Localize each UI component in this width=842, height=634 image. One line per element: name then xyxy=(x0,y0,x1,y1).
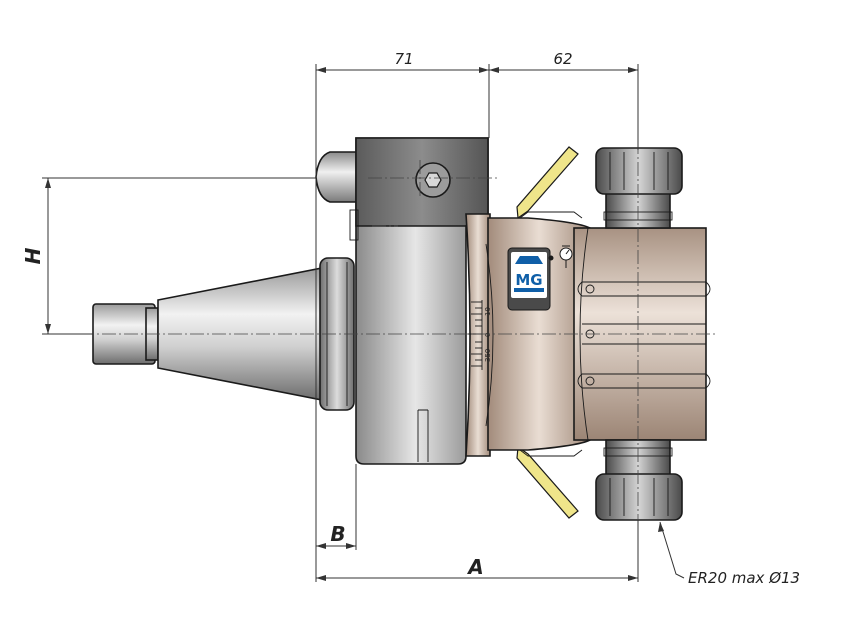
dim-b-label: B xyxy=(330,522,345,546)
dim-a-label: A xyxy=(466,555,483,579)
dimension-lines xyxy=(42,64,685,582)
coolant-nozzle-bottom xyxy=(516,445,579,519)
dim-71-label: 71 xyxy=(394,50,413,68)
mg-logo-plate: MG xyxy=(507,247,554,311)
scale-label-10: 10 xyxy=(484,307,492,316)
collet-note: ER20 max Ø13 xyxy=(688,569,800,587)
center-lines xyxy=(80,140,718,540)
gauge-icon xyxy=(559,245,573,268)
locking-ring xyxy=(319,257,355,411)
scale-label-0: 0 xyxy=(484,333,492,337)
angle-scale: 10 0 350 xyxy=(468,300,492,370)
main-housing xyxy=(349,137,489,465)
locating-pin xyxy=(315,151,359,203)
dim-62-label: 62 xyxy=(553,50,572,68)
coolant-nozzle-top xyxy=(516,146,579,220)
collet-nut-bottom xyxy=(595,439,683,521)
collet-nut-top xyxy=(595,147,683,229)
dim-h-label: H xyxy=(21,247,45,264)
mg-logo-text: MG xyxy=(515,271,542,289)
scale-label-350: 350 xyxy=(484,349,492,362)
